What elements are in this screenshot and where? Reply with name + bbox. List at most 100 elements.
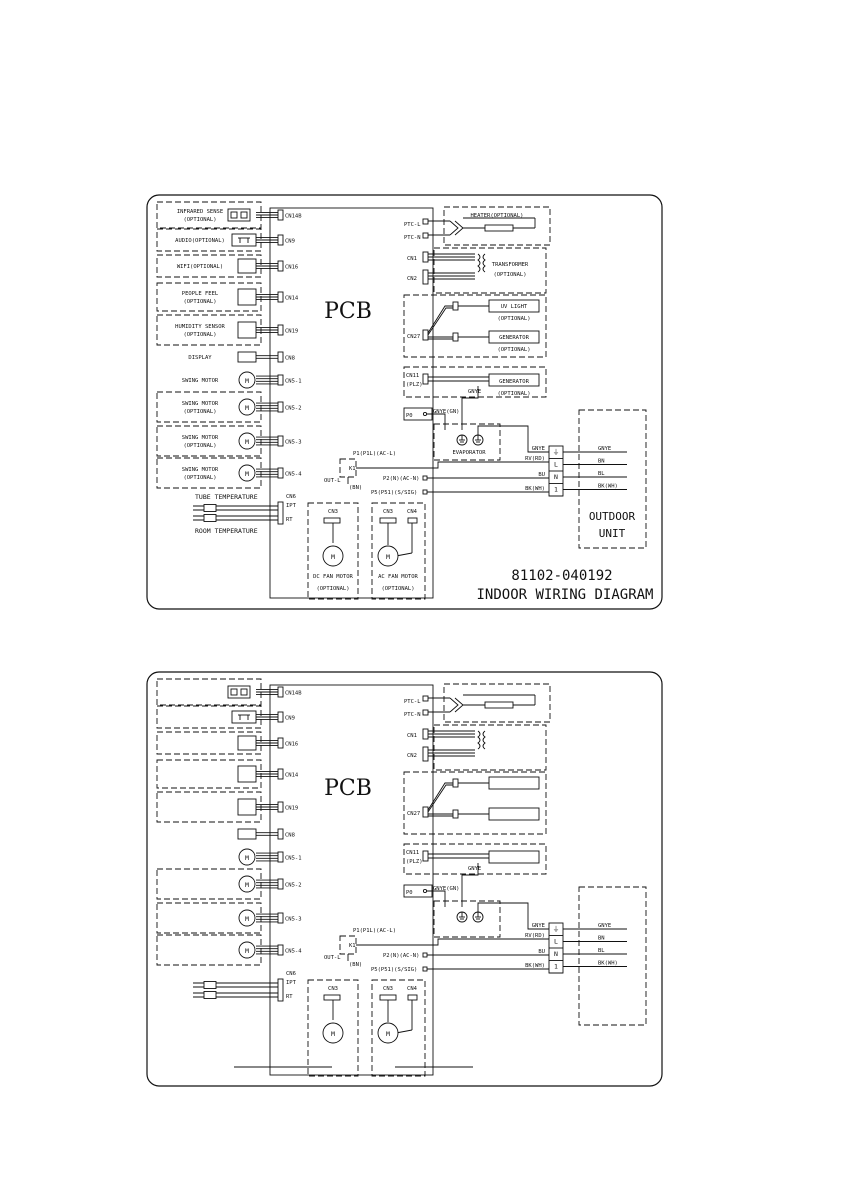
pcb-connector — [277, 260, 284, 272]
generator2-label: GENERATOR — [499, 379, 529, 385]
ptc-n-terminal — [422, 709, 429, 716]
ac-motor-cn3-label: CN3 — [383, 509, 393, 515]
generator2-box — [488, 850, 540, 864]
dc-fan-motor-sublabel: (OPTIONAL) — [316, 586, 349, 592]
pcb-connector — [277, 912, 284, 924]
pcb-connector — [277, 351, 284, 363]
component-sublabel: (OPTIONAL) — [183, 217, 216, 223]
module-icon — [237, 798, 257, 816]
transformer-option-frame — [433, 724, 547, 771]
wire-color-left: GNYE — [532, 446, 545, 452]
wire-color-left: BK(WH) — [525, 486, 545, 492]
ac-motor-cn3-label: CN3 — [383, 986, 393, 992]
bn-label: (BN) — [349, 485, 362, 491]
cn27-wiring — [427, 305, 453, 340]
pcb-label: PCB — [324, 299, 372, 324]
uv-option-frame — [403, 771, 547, 835]
p5-label: P5(P51)(S/SIG) — [371, 967, 417, 973]
wire-color-right: BN — [598, 936, 605, 942]
wire-color-right: GNYE — [598, 923, 611, 929]
dc-motor-frame — [307, 979, 359, 1077]
p0-label: P0 — [406, 413, 413, 419]
module-icon — [237, 351, 257, 363]
cn27-wiring — [427, 782, 453, 817]
dc-motor-connector-label: CN3 — [328, 509, 338, 515]
cn6-label: CN6 — [286, 971, 296, 977]
component-label: SWING MOTOR — [182, 467, 219, 473]
module-icon — [237, 828, 257, 840]
pcb-connector — [277, 768, 284, 780]
p5-terminal — [422, 489, 428, 495]
connector-label: CN9 — [285, 716, 295, 722]
component-sublabel: (OPTIONAL) — [183, 409, 216, 415]
pcb-label: PCB — [324, 776, 372, 801]
ac-motor-frame — [371, 979, 426, 1077]
pcb-connector — [277, 324, 284, 336]
terminal-number: 1 — [554, 963, 558, 971]
rt-label: RT — [286, 517, 293, 523]
pcb-connector — [277, 234, 284, 246]
wire-color-right: BK(WH) — [598, 961, 618, 967]
dc-fan-motor-icon — [322, 1022, 344, 1044]
relay-group: P1(P1L)(AC-L)K1OUT-L(BN)P2(N)(AC-N)P5(P5… — [324, 928, 549, 973]
connector-label: CN19 — [285, 806, 298, 812]
bn-label: (BN) — [349, 962, 362, 968]
ptc-l-label: PTC-L — [404, 222, 421, 228]
pcb-connector — [277, 878, 284, 890]
transformer-sublabel: (OPTIONAL) — [493, 272, 526, 278]
pcb-connector — [277, 686, 284, 698]
cn11-generator-group: CN11(PLZ)GNYE — [403, 843, 547, 907]
p5-label: P5(P51)(S/SIG) — [371, 490, 417, 496]
terminal-number: N — [554, 473, 558, 481]
motor-icon — [238, 909, 256, 927]
panel-frame — [146, 194, 663, 610]
motor-icon — [238, 875, 256, 893]
motor-symbol: M — [245, 438, 249, 446]
motor-symbol: M — [245, 404, 249, 412]
transformer-coil-icon — [477, 253, 486, 273]
cn11-option-frame — [403, 366, 547, 398]
p0-wire-label: GNYE(GN) — [433, 409, 460, 415]
transformer-option-frame — [433, 247, 547, 294]
cn27-connector — [422, 329, 429, 341]
dc-fan-motor-icon — [322, 545, 344, 567]
out-l-label: OUT-L — [324, 955, 341, 961]
ipt-label: IPT — [286, 980, 297, 986]
connector-label: CN5-1 — [285, 379, 302, 385]
cn1-connector — [422, 728, 429, 740]
document-number: 81102-040192 — [511, 568, 612, 584]
ptc-l-terminal — [422, 695, 429, 702]
motor-symbol: M — [245, 377, 249, 385]
ac-motor-symbol: M — [386, 1030, 390, 1038]
p0-ground-wire — [427, 413, 446, 430]
heater-symbol — [449, 220, 464, 236]
cn2-connector — [422, 269, 429, 285]
option-group-frame — [156, 902, 262, 934]
left-component-4: CN14 — [156, 759, 299, 789]
motor-symbol: M — [245, 947, 249, 955]
terminal-number: N — [554, 950, 558, 958]
wire-color-right: BK(WH) — [598, 484, 618, 490]
connector-label: CN14 — [285, 296, 299, 302]
sensor-element — [230, 211, 238, 219]
relay-group: P1(P1L)(AC-L)K1OUT-L(BN)P2(N)(AC-N)P5(P5… — [324, 451, 549, 496]
wire-color-right: BL — [598, 948, 605, 954]
option-group-frame — [156, 457, 262, 489]
left-component-1: INFRARED SENSE(OPTIONAL)CN14B — [156, 201, 302, 229]
connector-label: CN5-4 — [285, 472, 302, 478]
generator-connector — [452, 809, 459, 819]
outdoor-unit-frame — [578, 886, 647, 1026]
component-sublabel: (OPTIONAL) — [183, 332, 216, 338]
ipt-label: IPT — [286, 503, 297, 509]
ac-motor-symbol: M — [386, 553, 390, 561]
p0-wire-label: GNYE(GN) — [433, 886, 460, 892]
ptc-l-terminal — [422, 218, 429, 225]
gnye-label: GNYE — [468, 866, 481, 872]
p2-terminal — [422, 475, 428, 481]
option-group-frame — [156, 425, 262, 457]
